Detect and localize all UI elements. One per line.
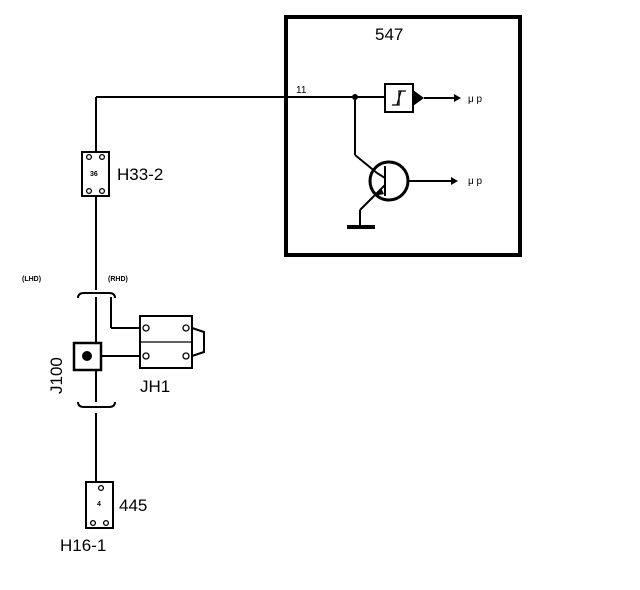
junction-j100-label: J100 <box>47 357 66 394</box>
connector-h16-1: 4 445 H16-1 <box>60 481 147 555</box>
connector-h33-2-label: H33-2 <box>117 165 163 184</box>
ground-icon <box>347 195 375 229</box>
module-547: 547 11 μ p μ p <box>96 15 522 257</box>
schmitt-trigger-icon <box>384 83 424 113</box>
module-output-label: μ p <box>468 94 483 105</box>
transistor-output-label: μ p <box>468 176 483 187</box>
variant-lhd-label: (LHD) <box>22 276 41 283</box>
junction-j100: J100 <box>47 341 103 394</box>
variant-rhd-label: (RHD) <box>108 276 128 283</box>
jumper-jh1: JH1 <box>139 315 205 396</box>
transistor-icon <box>368 160 410 202</box>
connector-pin: 4 <box>97 501 101 508</box>
module-id-label: 547 <box>375 25 403 44</box>
connector-pin: 36 <box>90 171 98 178</box>
module-pin-label: 11 <box>296 85 307 96</box>
connector-h16-1-label: H16-1 <box>60 536 106 555</box>
jumper-jh1-label: JH1 <box>140 377 170 396</box>
connector-h33-2: 36 H33-2 <box>81 151 163 197</box>
wire-445-label: 445 <box>119 496 147 515</box>
